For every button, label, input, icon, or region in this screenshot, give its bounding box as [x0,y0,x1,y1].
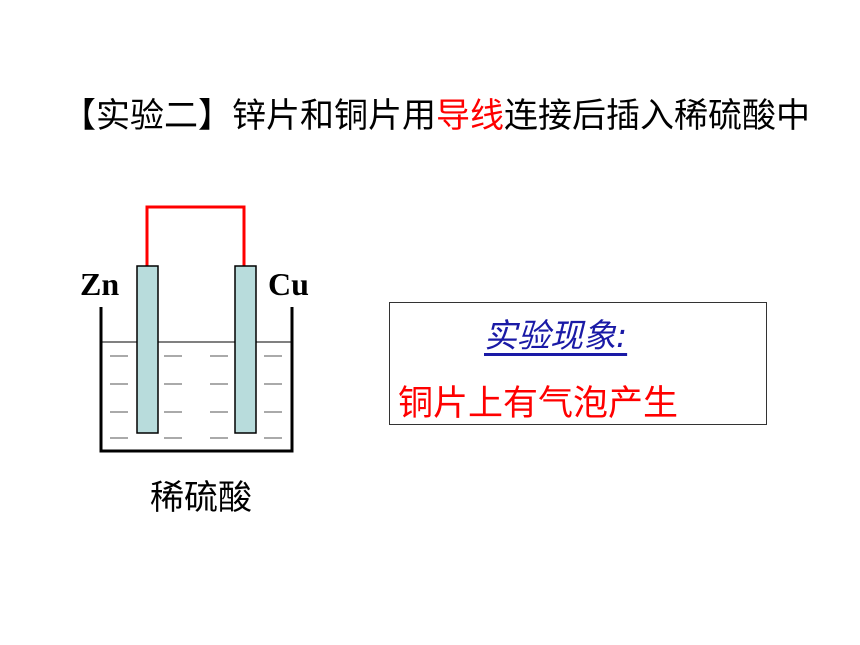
experiment-title: 【实验二】锌片和铜片用导线连接后插入稀硫酸中 [62,92,822,140]
solution-label: 稀硫酸 [150,478,252,518]
copper-label: Cu [268,266,309,302]
beaker [99,307,294,453]
observation-heading: 实验现象: [484,316,628,355]
copper-electrode [234,265,257,434]
observation-box: 实验现象: 铜片上有气泡产生 [389,302,767,425]
liquid-dashes [110,355,282,439]
observation-result: 铜片上有气泡产生 [398,384,679,424]
zinc-label: Zn [80,266,120,302]
title-prefix: 【实验二】锌片和铜片用 [62,96,436,136]
title-highlight-wire: 导线 [436,96,504,136]
title-suffix: 连接后插入稀硫酸中 [504,96,810,136]
zinc-electrode [136,265,159,434]
connecting-wire [145,205,246,266]
